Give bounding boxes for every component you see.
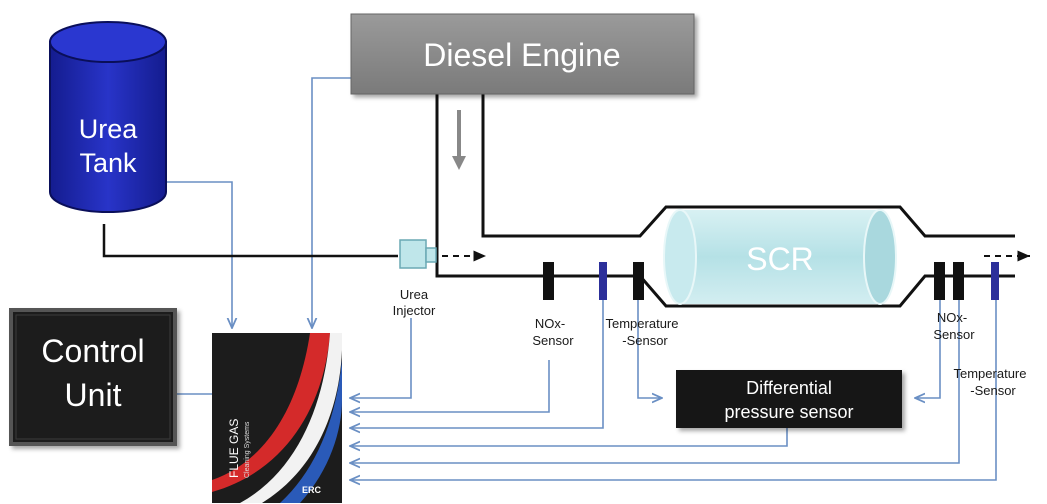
nox-sensor-in-label-2: Sensor [532, 333, 574, 348]
temp-sensor-in-label-2: -Sensor [622, 333, 668, 348]
nox-sensor-out-b [953, 262, 964, 300]
signal-wires [165, 77, 997, 480]
cabinet-brand-line1: FLUE GAS [227, 419, 241, 478]
control-unit-label-1: Control [41, 333, 144, 369]
urea-supply-line [102, 224, 398, 258]
control-unit [9, 308, 177, 446]
wire-nox-dp [915, 300, 941, 398]
urea-tank-label-2: Tank [79, 148, 137, 178]
temp-sensor-out [991, 262, 999, 300]
urea-injector-label-1: Urea [400, 287, 429, 302]
dp-sensor-label-1: Differential [746, 378, 832, 398]
wire-temp-in-cabinet [350, 300, 604, 428]
temp-sensor-in-blue [599, 262, 607, 300]
control-unit-label-2: Unit [65, 377, 122, 413]
urea-injector [399, 239, 437, 269]
dp-sensor-label-2: pressure sensor [724, 402, 853, 422]
diesel-engine-label: Diesel Engine [423, 37, 620, 73]
wire-engine-cabinet [312, 77, 355, 328]
cabinet-brand-line2: Cleaning Systems [244, 421, 251, 478]
temp-sensor-in [633, 262, 644, 300]
nox-sensor-out-a [934, 262, 945, 300]
wire-temp-out-cabinet [350, 300, 997, 480]
differential-pressure-sensor [676, 370, 902, 428]
temp-sensor-in-label-1: Temperature [606, 316, 679, 331]
scr-label: SCR [746, 241, 814, 277]
wire-temp-dp [637, 300, 662, 398]
wire-nox-in-cabinet [350, 360, 550, 412]
urea-injector-label-2: Injector [393, 303, 436, 318]
nox-sensor-in-label-1: NOx- [535, 316, 565, 331]
nox-sensor-out-label-2: Sensor [933, 327, 975, 342]
cabinet-logo: ERC [302, 485, 322, 495]
wire-nox-out-cabinet [350, 300, 960, 463]
nox-sensor-out-label-1: NOx- [937, 310, 967, 325]
temp-sensor-out-label-2: -Sensor [970, 383, 1016, 398]
urea-tank-label-1: Urea [79, 114, 139, 144]
nox-sensor-in [543, 262, 554, 300]
urea-tank [49, 21, 167, 213]
scr-catalyst [663, 209, 897, 305]
diesel-engine-block [350, 13, 695, 95]
flue-gas-cabinet [212, 333, 342, 503]
flow-arrow-down-head [452, 156, 466, 170]
wire-dp-cabinet [350, 428, 788, 446]
wire-tank-cabinet [165, 181, 232, 328]
temp-sensor-out-label-1: Temperature [954, 366, 1027, 381]
cabinet-brand: FLUE GAS Cleaning Systems [227, 419, 251, 478]
wire-injector-cabinet [350, 318, 412, 398]
sensor-markers [543, 262, 999, 300]
exhaust-pipe [435, 93, 1015, 308]
